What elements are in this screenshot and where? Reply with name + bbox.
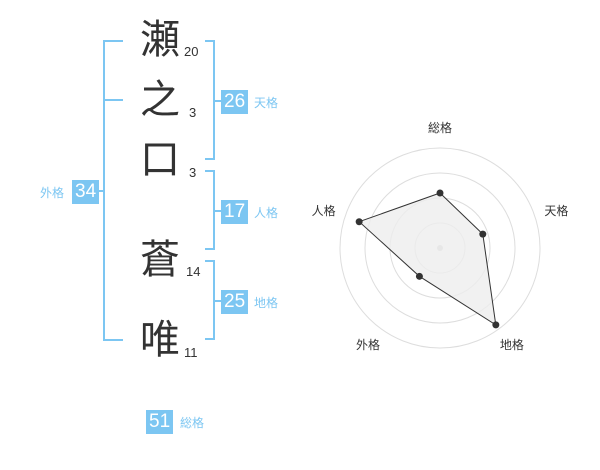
tenkaku-bracket	[205, 40, 215, 160]
name-char-4: 蒼	[140, 237, 180, 283]
gaikaku-label: 外格	[40, 186, 65, 200]
radar-ring-3	[364, 172, 516, 324]
radar-point-2	[479, 230, 487, 238]
chikaku-bracket	[205, 260, 215, 340]
gaikaku-bracket	[103, 40, 123, 341]
tenkaku-connector	[215, 100, 221, 102]
name-char-5: 唯	[140, 317, 180, 363]
tenkaku-value: 26	[221, 90, 249, 114]
radar-axis-label-1: 総格	[428, 120, 452, 135]
radar-point-3	[492, 321, 500, 329]
gaikaku-connector	[99, 190, 103, 192]
radar-center	[437, 245, 443, 251]
radar-point-4	[415, 272, 423, 280]
stroke-count-2: 3	[189, 105, 197, 120]
radar-point-1	[436, 189, 444, 197]
radar-rings	[339, 147, 541, 349]
jinkaku-connector	[215, 210, 221, 212]
name-char-3: 口	[140, 137, 180, 183]
radar-axis-label-2: 天格	[544, 203, 568, 218]
stroke-count-3: 3	[189, 165, 197, 180]
gaikaku-bracket-tick	[105, 99, 123, 101]
tenkaku-label: 天格	[254, 96, 279, 110]
radar-axis-label-4: 外格	[356, 337, 380, 352]
radar-ring-2	[389, 197, 491, 299]
chikaku-value: 25	[221, 290, 249, 314]
radar-point-5	[355, 218, 363, 226]
radar-axis-label-5: 人格	[312, 203, 336, 218]
radar-polygon	[358, 192, 497, 326]
soukaku-value: 51	[146, 410, 174, 434]
radar-axis-label-3: 地格	[500, 337, 524, 352]
gaikaku-value: 34	[72, 180, 100, 204]
jinkaku-bracket	[205, 170, 215, 250]
stroke-count-5: 11	[184, 345, 198, 360]
chikaku-connector	[215, 300, 221, 302]
jinkaku-value: 17	[221, 200, 249, 224]
name-char-2: 之	[140, 77, 180, 123]
chikaku-label: 地格	[254, 296, 279, 310]
radar-ring-4	[339, 147, 541, 349]
stroke-count-1: 20	[184, 44, 199, 59]
stroke-count-4: 14	[186, 264, 201, 279]
radar-points	[355, 189, 500, 329]
radar-ring-1	[414, 222, 466, 274]
radar-polygon-group	[358, 192, 497, 326]
jinkaku-label: 人格	[254, 206, 279, 220]
name-char-1: 瀬	[140, 17, 180, 63]
soukaku-label: 総格	[180, 416, 205, 430]
